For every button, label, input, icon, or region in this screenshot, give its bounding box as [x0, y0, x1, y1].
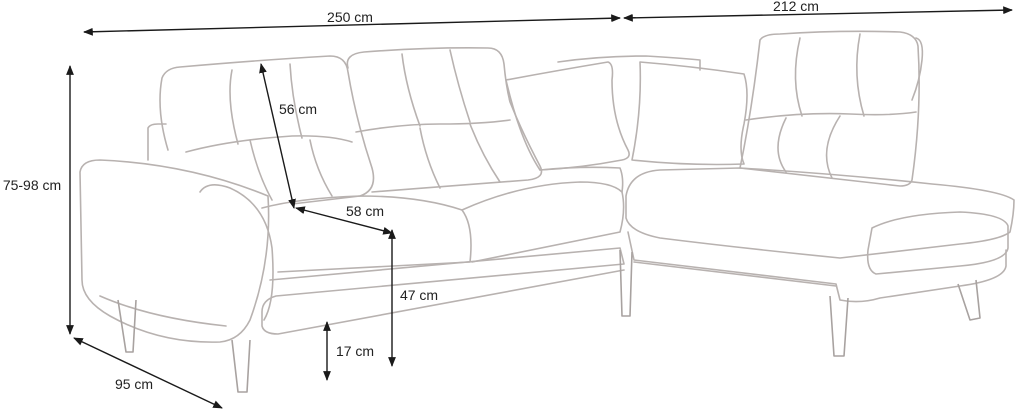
width-main-label: 250 cm — [327, 9, 373, 25]
width-chaise-label: 212 cm — [773, 0, 819, 14]
sofa-outline — [79, 30, 1015, 393]
main-seat — [261, 166, 625, 273]
back-frame — [147, 123, 167, 161]
depth-label: 95 cm — [115, 376, 153, 392]
leg-chaise-front — [829, 295, 849, 357]
depth-line — [73, 337, 223, 409]
leg-height-label: 17 cm — [336, 343, 374, 359]
leg-chaise-right — [957, 279, 981, 321]
throw-pillow-right — [631, 61, 748, 166]
width-chaise-line — [623, 6, 1013, 22]
main-base — [261, 247, 625, 335]
chaise-seat — [625, 167, 1015, 275]
chaise-back-cushion — [739, 30, 924, 187]
dimension-labels: 250 cm 212 cm 75-98 cm 95 cm 56 cm 58 cm… — [3, 0, 819, 392]
height-total-label: 75-98 cm — [3, 177, 61, 193]
seat-height-label: 47 cm — [400, 287, 438, 303]
chaise-base — [627, 231, 1007, 303]
width-main-line — [83, 14, 621, 36]
backrest-height-label: 56 cm — [279, 101, 317, 117]
throw-pillow-left — [505, 61, 630, 171]
dimension-lines — [66, 6, 1013, 409]
seat-depth-label: 58 cm — [346, 203, 384, 219]
backrest-height-line — [259, 63, 296, 209]
seat-depth-line — [295, 206, 393, 235]
throw-pillow-back — [557, 55, 701, 71]
leg-middle — [619, 249, 633, 317]
left-armrest — [79, 159, 274, 343]
middle-back-cushion — [346, 47, 543, 193]
left-back-cushion — [159, 55, 375, 205]
leg-front-left — [231, 339, 251, 393]
